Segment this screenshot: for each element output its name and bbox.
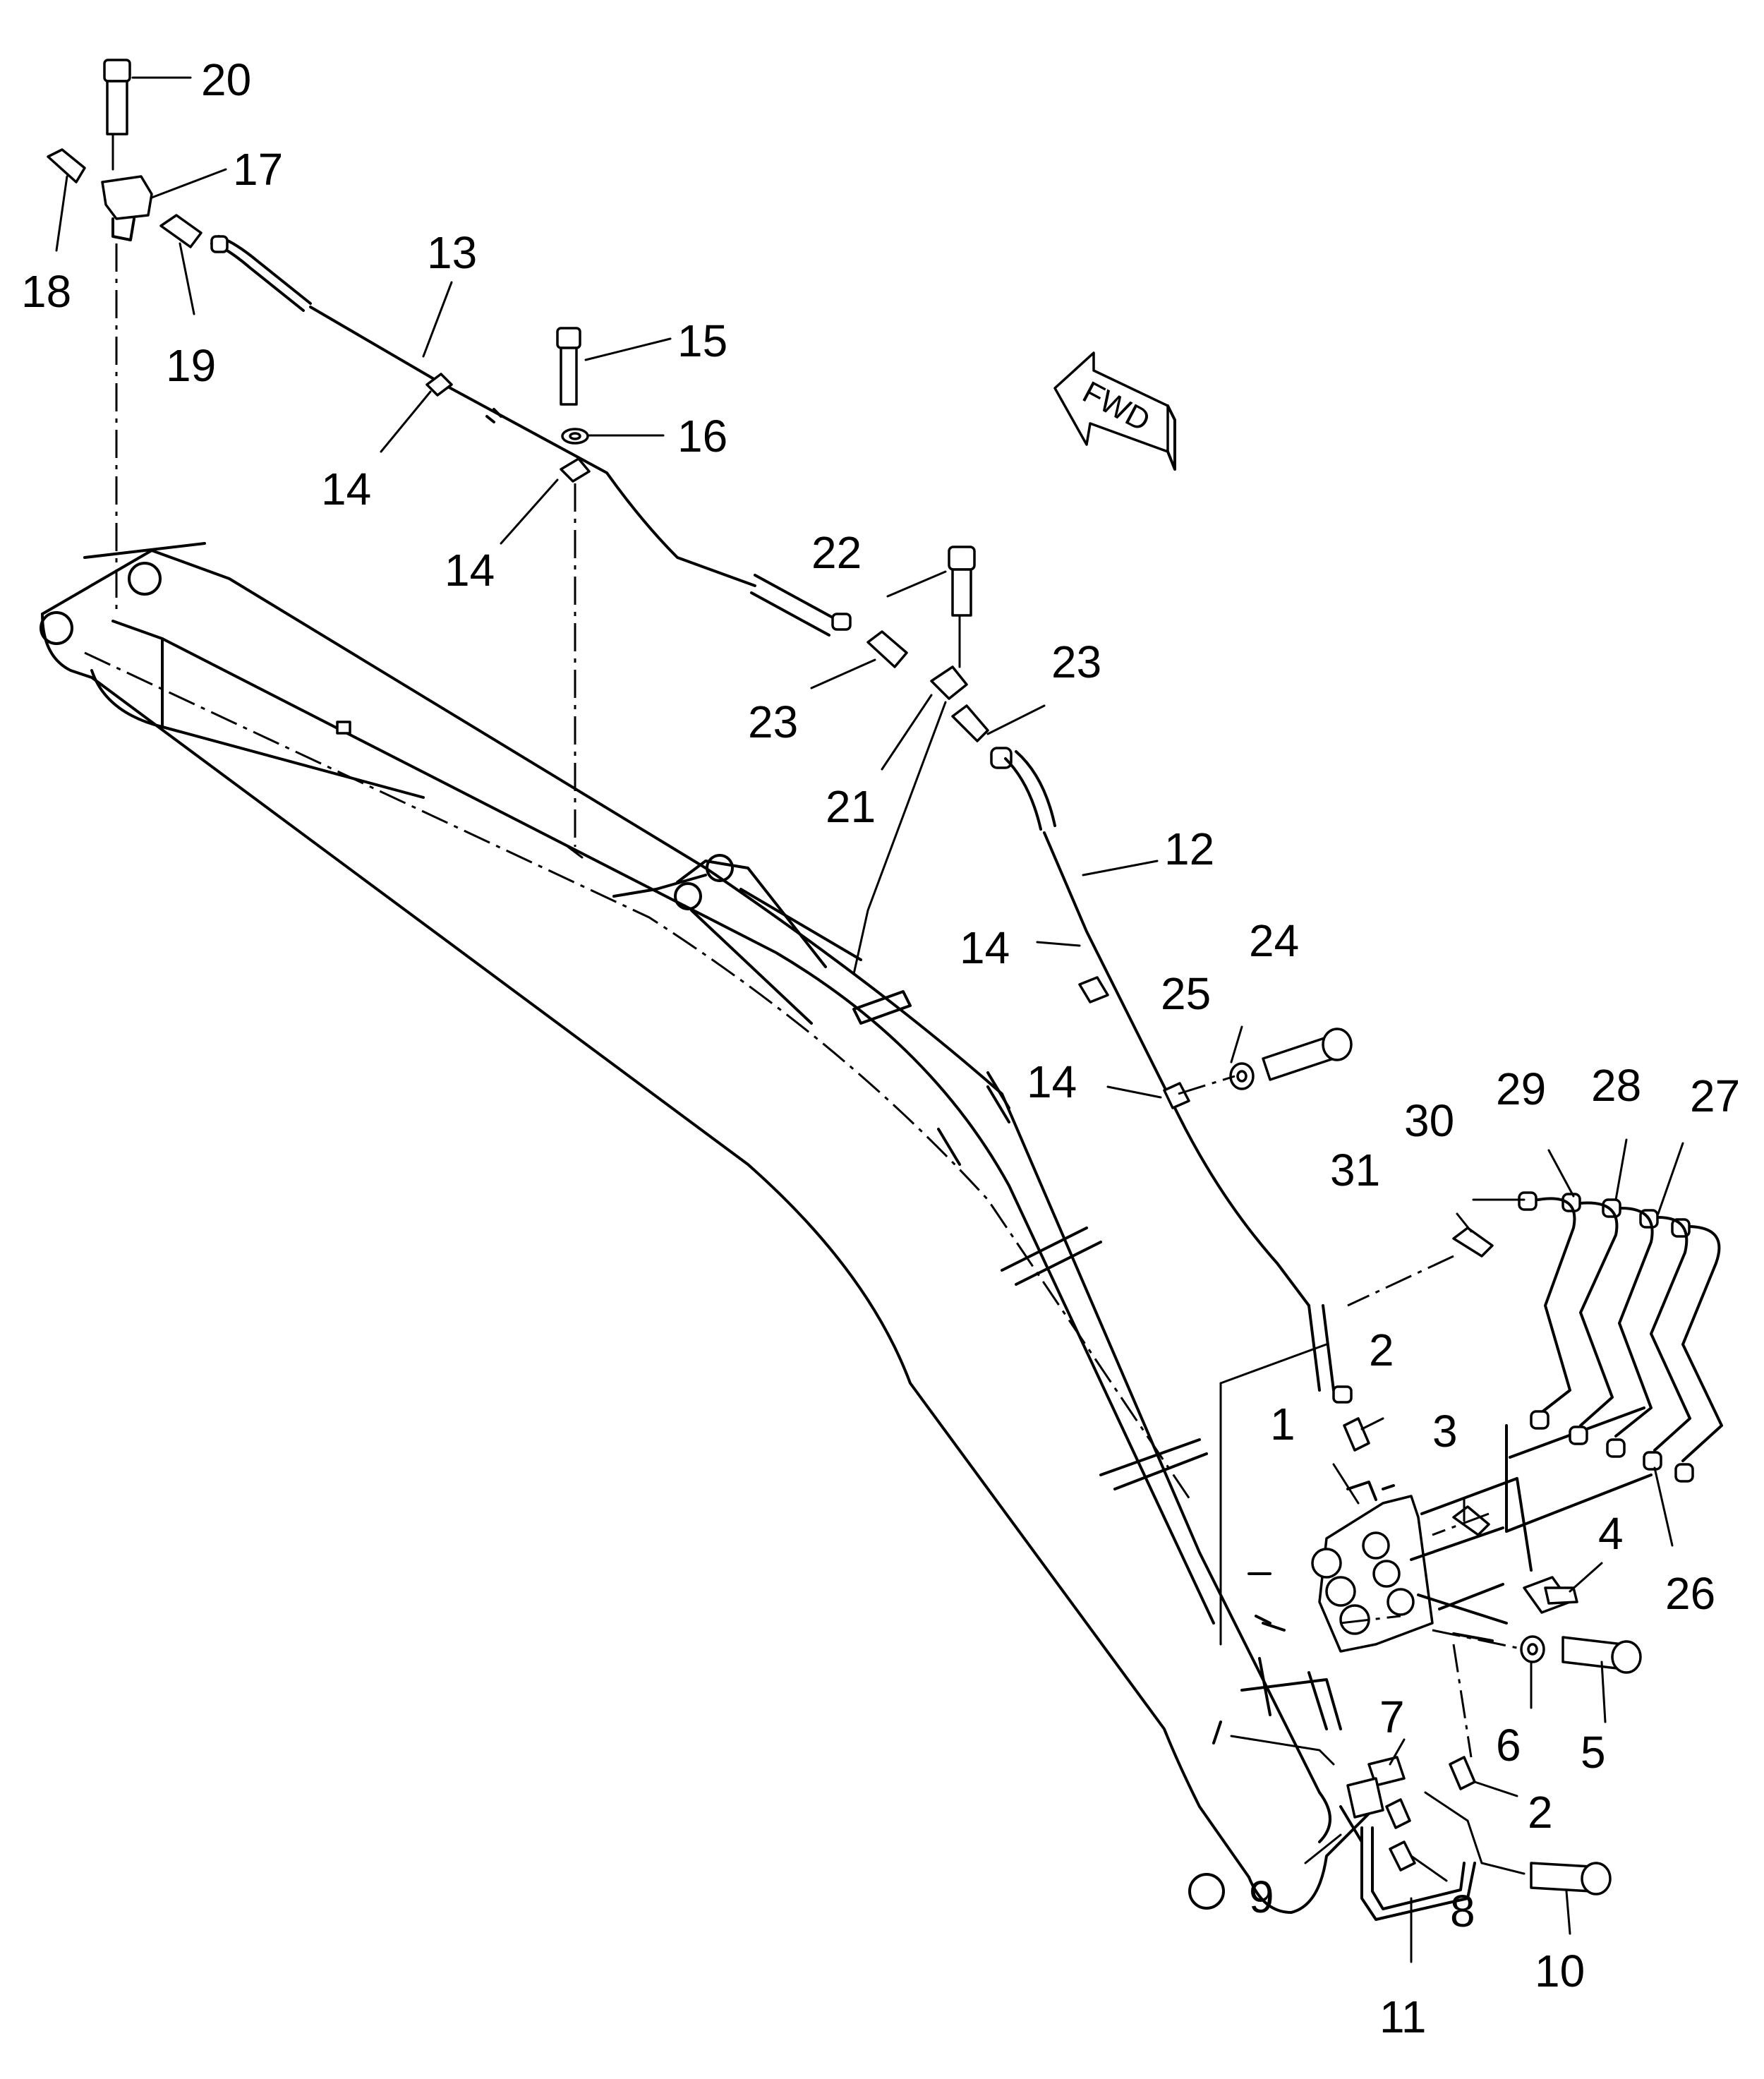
callout-10: 10 [1535,1946,1585,1996]
callout-5: 5 [1581,1727,1606,1778]
callout-9: 9 [1249,1872,1274,1922]
pilot-hoses [1518,1191,1723,1483]
callout-12: 12 [1164,824,1214,874]
callout-29: 29 [1496,1063,1546,1114]
callout-4: 4 [1598,1508,1624,1559]
callout-13: 13 [427,227,477,278]
callout-23-a: 23 [1051,637,1101,687]
callout-17: 17 [233,144,283,195]
fwd-direction-arrow: FWD [1053,351,1176,471]
callout-6: 6 [1496,1720,1521,1771]
callout-1: 1 [1270,1399,1295,1450]
callout-18: 18 [21,266,71,317]
callout-15: 15 [677,315,727,366]
callout-30: 30 [1404,1095,1454,1146]
leader-lines [55,76,1684,1963]
callout-31: 31 [1330,1145,1380,1195]
callout-labels: 20 17 18 19 13 15 16 14 14 22 23 23 21 1… [21,54,1740,2042]
callout-8: 8 [1450,1886,1475,1936]
callout-11: 11 [1379,1991,1426,2042]
callout-2-a: 2 [1369,1325,1394,1375]
callout-16: 16 [677,411,727,462]
callout-22: 22 [811,527,862,578]
callout-25: 25 [1161,968,1211,1019]
callout-28: 28 [1591,1060,1641,1111]
callout-26: 26 [1665,1568,1715,1619]
callout-2-b: 2 [1528,1787,1553,1838]
boom [40,542,1377,1914]
callout-7: 7 [1379,1692,1405,1742]
callout-14-d: 14 [1027,1056,1077,1107]
callout-21: 21 [826,781,876,832]
callout-3: 3 [1432,1406,1458,1457]
callout-23-b: 23 [748,697,798,747]
callout-14-a: 14 [321,464,371,514]
callout-14-b: 14 [445,545,495,596]
callout-27: 27 [1690,1071,1740,1121]
middle-clamp-assembly [852,546,1353,1404]
callout-20: 20 [201,54,251,105]
callout-24: 24 [1249,915,1299,966]
valve-assembly [1219,1227,1653,1921]
callout-14-c: 14 [960,922,1010,973]
callout-19: 19 [166,340,216,391]
top-pipe-assembly [47,59,908,859]
